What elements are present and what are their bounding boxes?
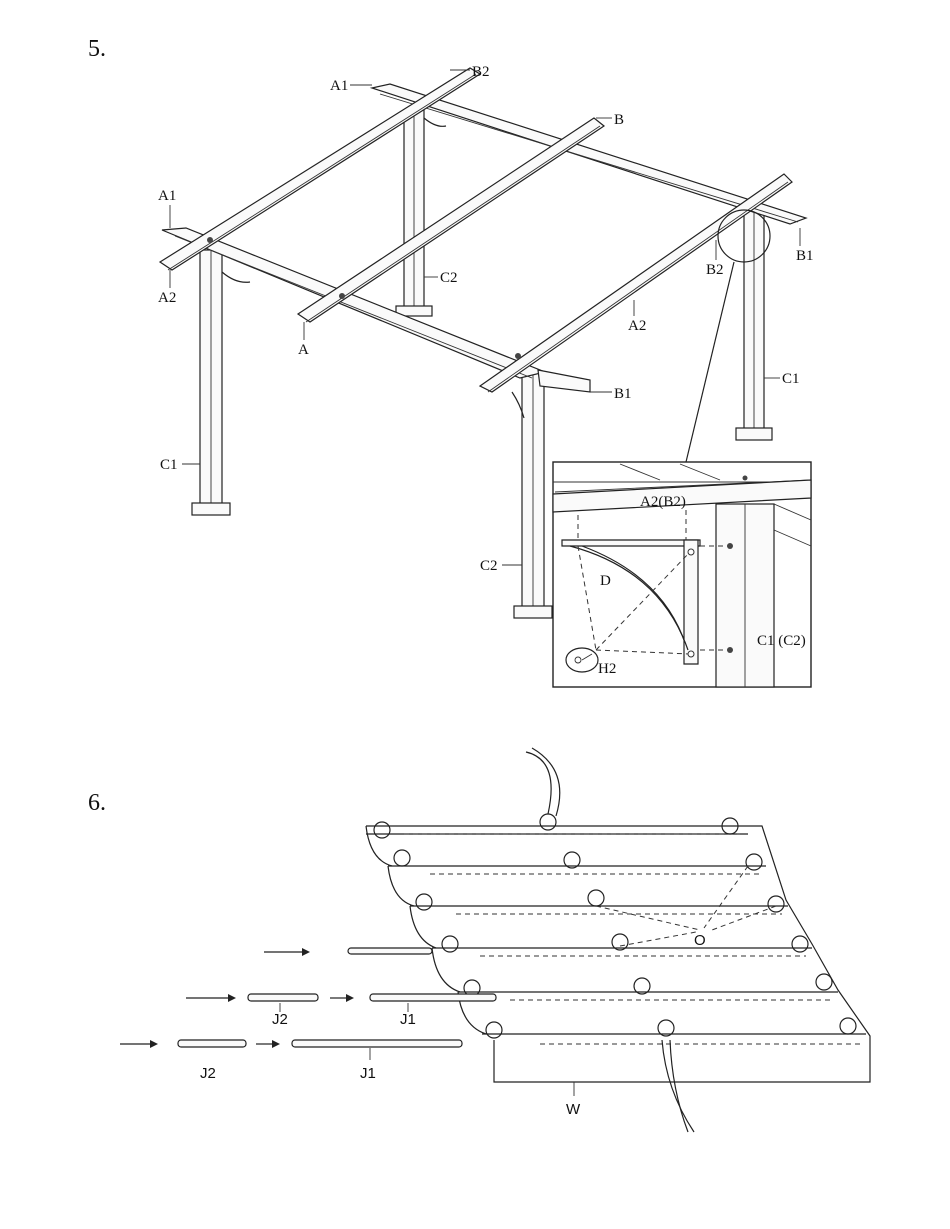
beam-b1-front — [538, 370, 590, 392]
detail-post-label: C1 (C2) — [757, 633, 806, 649]
label-a1-left: A1 — [158, 188, 176, 204]
label-j2-low: J2 — [200, 1065, 216, 1082]
label-a2-left: A2 — [158, 290, 176, 306]
label-c1-right: C1 — [782, 371, 800, 387]
rod-j1-mid — [370, 994, 496, 1001]
label-c1-left: C1 — [160, 457, 178, 473]
bracket-d-top — [562, 540, 700, 546]
rod-j2-low — [178, 1040, 246, 1047]
label-b-top: B — [614, 112, 624, 128]
label-c2-front: C2 — [480, 558, 498, 574]
label-clip-o: O — [694, 932, 706, 949]
detail-bolt-label: H2 — [598, 661, 616, 677]
rod-j1-low — [292, 1040, 462, 1047]
post-c2-back — [396, 110, 432, 316]
detail-inset: A2(B2) C1 (C2) D H2 — [553, 462, 811, 687]
post-c1-left — [192, 250, 230, 515]
label-a-front: A — [298, 342, 309, 358]
label-j1-low: J1 — [360, 1065, 376, 1082]
bracket-left — [222, 272, 250, 282]
label-b2-top: B2 — [472, 64, 490, 80]
label-a2-mid: A2 — [628, 318, 646, 334]
canopy-assembly — [366, 748, 870, 1132]
canopy-rings — [374, 814, 856, 1038]
detail-beam-label: A2(B2) — [640, 494, 686, 510]
bracket-back — [424, 118, 446, 126]
beam-b-back — [372, 84, 806, 224]
detail-bracket-label: D — [600, 573, 611, 589]
rope-bottom — [662, 1040, 694, 1132]
label-b1-front: B1 — [614, 386, 632, 402]
label-canopy-w: W — [566, 1101, 581, 1118]
rod-assembly — [120, 948, 496, 1048]
step-6-labels: O J2 J1 J2 J1 W — [200, 932, 706, 1118]
label-a1-top: A1 — [330, 78, 348, 94]
label-b1-right: B1 — [796, 248, 814, 264]
rope-top — [526, 752, 551, 814]
label-c2-mid: C2 — [440, 270, 458, 286]
label-j1-mid: J1 — [400, 1011, 416, 1028]
post-c1-right — [736, 208, 772, 440]
post-c2-front — [514, 372, 552, 618]
detail-leader-line — [686, 262, 734, 462]
label-j2-mid: J2 — [272, 1011, 288, 1028]
label-b2-right: B2 — [706, 262, 724, 278]
rod-j2-mid — [248, 994, 318, 1001]
